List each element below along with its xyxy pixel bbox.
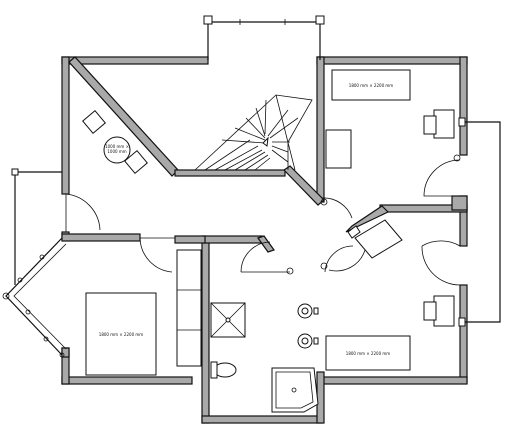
wall-bath-top: [201, 235, 263, 244]
stair-outline: [194, 94, 313, 171]
round-table-label-1: 1000 mm ×: [105, 144, 129, 149]
door-hall-right: [321, 197, 353, 219]
wall-bay-diagonal: [61, 347, 70, 358]
chair-hall-1: [82, 110, 106, 134]
wall-right-lower: [459, 284, 468, 384]
rail-top-balcony: [207, 21, 321, 60]
wall-left-upper: [61, 56, 70, 195]
wall-bedroom-top: [61, 233, 141, 242]
rail-post-left: [203, 15, 213, 25]
walls: [61, 56, 468, 424]
rail-right: [462, 121, 501, 323]
wall-top-middle: [316, 56, 468, 65]
diagonal-walls: [68, 56, 390, 253]
chair-hall-2: [124, 150, 148, 174]
wardrobe-left: [176, 249, 202, 367]
wall-bedroom-top-2: [174, 235, 206, 244]
door-right-upper: [423, 159, 461, 197]
bed-top-right: [331, 69, 411, 101]
bed-top-right-label: 1800 mm × 2200 mm: [349, 83, 393, 88]
wall-bottom-right: [319, 376, 468, 385]
bathtub: [271, 367, 319, 413]
furniture: 1800 mm × 2200 mm 1800 mm × 2200 mm 1800…: [82, 69, 455, 376]
round-table-label-2: 1000 mm: [107, 149, 126, 154]
wall-middle-vertical: [316, 56, 325, 203]
desk-top-right: [325, 129, 352, 169]
wall-bath-bottom: [201, 415, 323, 424]
wardrobe-diagonal: [354, 219, 403, 259]
wall-bath-right: [316, 371, 325, 424]
doors: [65, 154, 461, 286]
rail-post-right: [315, 15, 325, 25]
wall-diagonal-bath: [257, 235, 275, 253]
rail-left: [14, 171, 62, 285]
door-left: [65, 193, 101, 232]
rail-bay: [5, 237, 63, 356]
bed-bottom-right: [325, 335, 411, 371]
staircase: [194, 94, 313, 171]
wall-bottom-left: [61, 376, 193, 385]
chair-bottom-right: [433, 295, 455, 327]
door-right-lower: [421, 240, 461, 286]
wall-stair-bottom: [174, 169, 286, 177]
round-table: [103, 136, 131, 164]
wall-diagonal-right: [345, 205, 390, 233]
wall-right-upper: [459, 56, 468, 156]
door-bed-bottom-right: [328, 249, 366, 272]
door-bath-left: [240, 241, 290, 273]
wall-right-divider-stub: [451, 195, 468, 211]
bed-bottom-left: [85, 292, 157, 376]
door-bath-right: [324, 245, 354, 273]
bed-bottom-right-label: 1800 mm × 2200 mm: [346, 351, 390, 356]
bathroom-fixtures: [210, 302, 319, 413]
chair-top-right: [433, 109, 455, 139]
door-bedroom-left: [139, 237, 175, 273]
railings: [2, 15, 501, 358]
wall-top-left: [61, 56, 209, 65]
wall-bath-left: [201, 237, 210, 424]
bed-bottom-left-label: 1800 mm × 2200 mm: [99, 332, 143, 337]
